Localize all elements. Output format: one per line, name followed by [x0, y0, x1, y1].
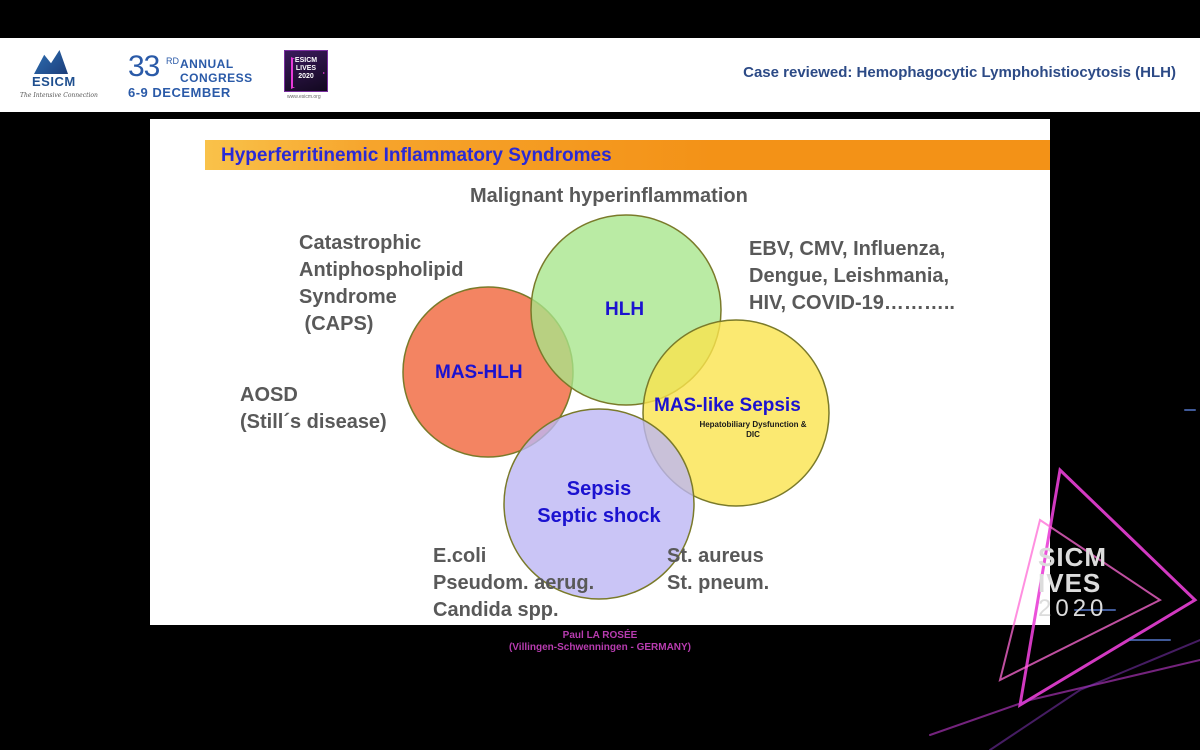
gram-positive-label: St. aureus St. pneum.	[667, 543, 769, 597]
venn-diagram	[402, 214, 830, 600]
congress-annual: ANNUAL	[180, 57, 234, 71]
gram-negative-label: E.coli Pseudom. aerug. Candida spp.	[433, 543, 594, 624]
esicm-logo-word: ESICM	[32, 74, 76, 89]
esicm-lives-logo: ESICM LIVES 2020	[284, 50, 328, 92]
case-title: Case reviewed: Hemophagocytic Lymphohist…	[743, 64, 1176, 81]
lives-url: www.esicm.org	[287, 94, 321, 100]
lives-logo-text: ESICM LIVES 2020	[294, 57, 318, 80]
top-black-band	[0, 0, 1200, 38]
sepsis-line: Sepsis	[566, 478, 632, 500]
esicm-logo: ESICM The Intensive Connection	[14, 46, 98, 104]
slide-title: Hyperferritinemic Inflammatory Syndromes	[221, 145, 612, 166]
congress-number: 33	[128, 50, 160, 83]
pathogen-line: St. aureus	[667, 545, 764, 567]
caps-line: (CAPS)	[299, 313, 374, 335]
sepsis-line: Septic shock	[537, 505, 661, 527]
hlh-label: HLH	[605, 299, 645, 320]
aosd-label: AOSD (Still´s disease)	[240, 382, 387, 436]
pathogen-line: Candida spp.	[433, 599, 559, 621]
caps-line: Syndrome	[299, 286, 397, 308]
speaker-affiliation: (Villingen-Schwenningen - GERMANY)	[508, 642, 692, 653]
mas-like-note: Hepatobiliary Dysfunction & DIC	[678, 420, 828, 440]
caps-line: Antiphospholipid	[299, 259, 464, 281]
neon-streak	[989, 639, 1200, 750]
sepsis-label: Sepsis Septic shock	[524, 476, 674, 530]
mas-like-sepsis-label: MAS-like Sepsis	[654, 395, 801, 416]
esicm-lives-brand-overlay: SICM IVES 2020	[1038, 544, 1107, 622]
virus-line: HIV, COVID-19………..	[749, 292, 955, 314]
mas-like-note-line: Hepatobiliary Dysfunction &	[699, 420, 807, 429]
pathogen-line: Pseudom. aerug.	[433, 572, 595, 594]
congress-dates: 6-9 DECEMBER	[128, 85, 231, 100]
congress-header: ESICM The Intensive Connection 33 RD ANN…	[0, 38, 1200, 112]
brand-line: SICM	[1038, 542, 1107, 572]
brand-line: 2020	[1038, 595, 1108, 622]
pathogen-line: E.coli	[433, 545, 487, 567]
virus-line: EBV, CMV, Influenza,	[749, 238, 946, 260]
slide-title-bar	[205, 140, 1050, 170]
mas-hlh-label: MAS-HLH	[435, 362, 523, 383]
circle-sepsis	[503, 408, 695, 600]
neon-streak	[929, 659, 1200, 736]
virus-label: EBV, CMV, Influenza, Dengue, Leishmania,…	[749, 236, 955, 317]
caps-label: Catastrophic Antiphospholipid Syndrome (…	[299, 230, 463, 338]
brand-line: IVES	[1038, 568, 1102, 598]
esicm-wing-icon	[34, 50, 68, 74]
circle-mas-like-sepsis	[642, 319, 830, 507]
speaker-name: Paul LA ROSÉE	[562, 630, 638, 641]
presentation-slide: Hyperferritinemic Inflammatory Syndromes…	[150, 119, 1050, 625]
esicm-tagline: The Intensive Connection	[20, 92, 98, 99]
aosd-line: (Still´s disease)	[240, 411, 387, 433]
pathogen-line: St. pneum.	[667, 572, 770, 594]
congress-word: CONGRESS	[180, 71, 253, 85]
congress-suffix: RD	[166, 56, 179, 66]
virus-line: Dengue, Leishmania,	[749, 265, 950, 287]
aosd-line: AOSD	[240, 384, 298, 406]
congress-logo: 33 RD ANNUAL CONGRESS 6-9 DECEMBER	[128, 50, 252, 100]
mas-like-note-line: DIC	[746, 430, 760, 439]
caps-line: Catastrophic	[299, 232, 422, 254]
subtitle-label: Malignant hyperinflammation	[470, 185, 748, 207]
